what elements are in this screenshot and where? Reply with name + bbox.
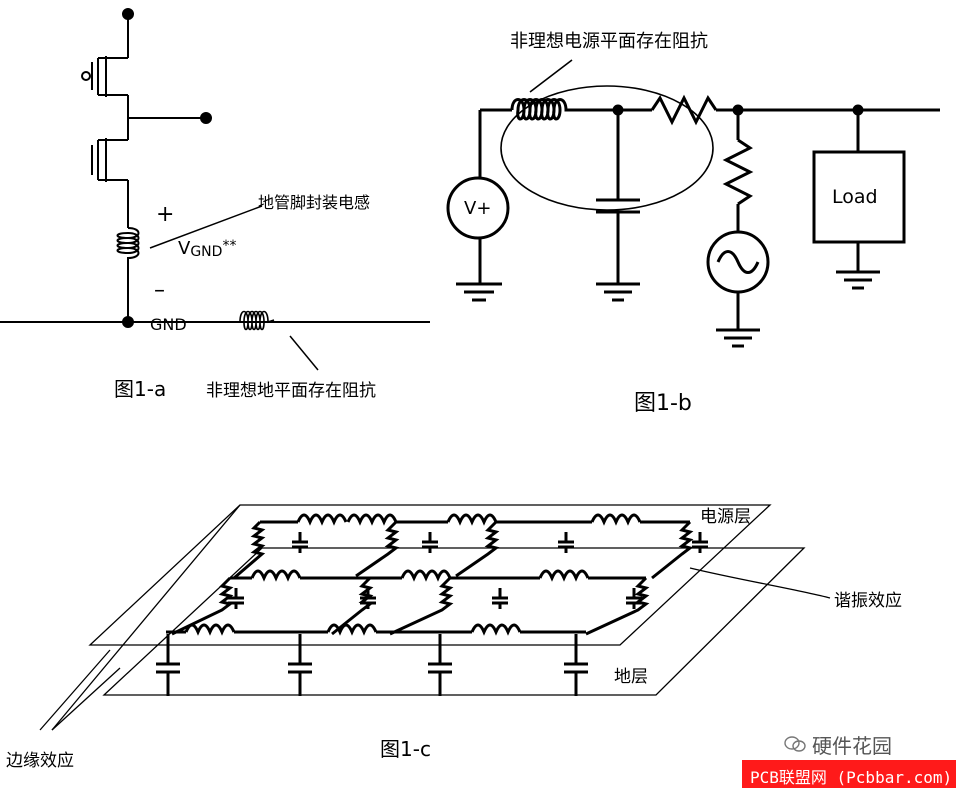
fig-1c-caption: 图1-c (380, 737, 431, 761)
fig-1c-planes (39, 504, 831, 731)
pin-inductance-label: 地管脚封装电感 (258, 193, 370, 212)
vgnd-sub: GND (190, 244, 222, 260)
resonance-label: 谐振效应 (834, 591, 902, 611)
vgnd-v: V (178, 238, 191, 259)
power-layer-label: 电源层 (700, 507, 751, 527)
ground-plane-impedance-label: 非理想地平面存在阻抗 (206, 381, 376, 401)
source-label: V+ (464, 198, 491, 219)
fig-1b-caption: 图1-b (634, 391, 692, 416)
vgnd-label: VGND** (178, 238, 236, 260)
minus-sign: – (154, 278, 165, 303)
load-label: Load (832, 186, 878, 208)
gnd-label: GND (150, 315, 187, 334)
wechat-icon (784, 736, 806, 752)
site-banner (742, 760, 956, 788)
edge-effect-label: 边缘效应 (6, 751, 74, 771)
ground-layer-label: 地层 (614, 667, 648, 687)
site-banner-text: PCB联盟网 (Pcbbar.com) (750, 768, 953, 787)
power-plane-impedance-label: 非理想电源平面存在阻抗 (510, 31, 708, 52)
fig-1b-schematic (446, 59, 940, 348)
wechat-account-label: 硬件花园 (812, 734, 892, 758)
fig-1c-mesh (156, 513, 708, 696)
vgnd-suffix: ** (222, 238, 236, 254)
fig-1a-caption: 图1-a (114, 377, 166, 401)
fig-1a-schematic (0, 8, 430, 371)
plus-sign: + (156, 202, 174, 227)
